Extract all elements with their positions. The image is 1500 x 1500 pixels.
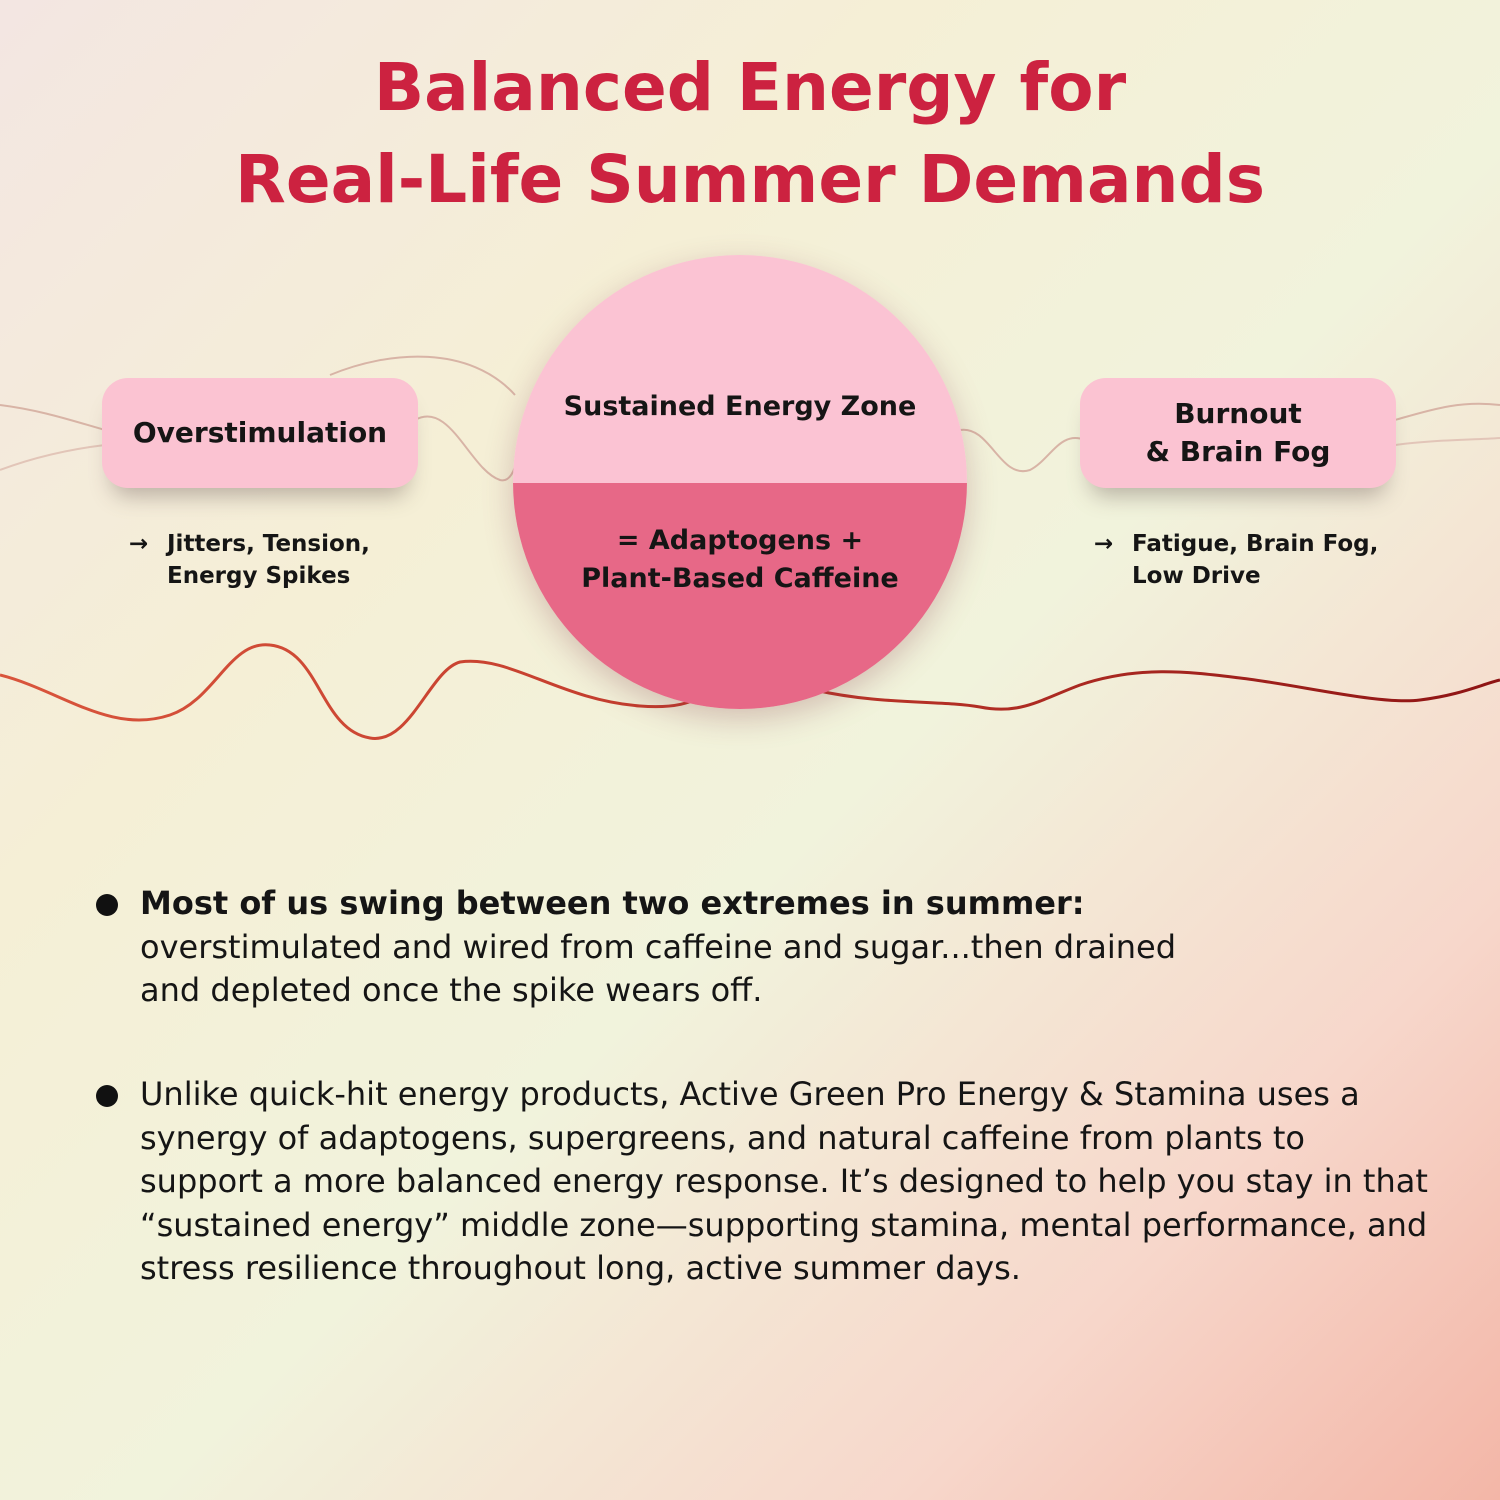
overstimulation-effects-line-2: Energy Spikes: [167, 563, 351, 589]
overstimulation-pill: Overstimulation: [102, 378, 418, 488]
bullet-product-text: Unlike quick-hit energy products, Active…: [140, 1075, 1428, 1287]
overstimulation-effects: → Jitters, Tension, Energy Spikes: [129, 528, 427, 592]
burnout-effects-line-1: Fatigue, Brain Fog,: [1132, 531, 1379, 557]
arrow-right-icon: →: [129, 531, 149, 557]
bullet-product: Unlike quick-hit energy products, Active…: [96, 1073, 1430, 1291]
bullet-dot: [96, 1085, 118, 1107]
zone-formula-line-2: Plant-Based Caffeine: [581, 563, 899, 594]
burnout-effects-line-2: Low Drive: [1132, 563, 1261, 589]
burnout-effects: → Fatigue, Brain Fog, Low Drive: [1094, 528, 1432, 592]
zone-bottom-half: [513, 483, 967, 709]
bullet-extremes-bold: Most of us swing between two extremes in…: [140, 884, 1085, 922]
bullet-extremes-text: overstimulated and wired from caffeine a…: [140, 927, 1177, 1010]
bullet-extremes: Most of us swing between two extremes in…: [96, 882, 1180, 1013]
burnout-pill: Burnout & Brain Fog: [1080, 378, 1396, 488]
sustained-energy-zone-label: Sustained Energy Zone: [563, 391, 917, 422]
zone-formula: = Adaptogens + Plant-Based Caffeine: [513, 522, 967, 598]
title-line-2: Real-Life Summer Demands: [235, 141, 1265, 218]
zone-top-half: [513, 255, 967, 483]
zone-formula-line-1: = Adaptogens +: [616, 525, 864, 556]
overstimulation-label: Overstimulation: [132, 416, 388, 449]
page-title: Balanced Energy for Real-Life Summer Dem…: [0, 42, 1500, 226]
arrow-right-icon: →: [1094, 531, 1114, 557]
burnout-label-line-1: Burnout: [1174, 397, 1302, 430]
burnout-label-line-2: & Brain Fog: [1145, 435, 1331, 468]
overstimulation-effects-line-1: Jitters, Tension,: [167, 531, 370, 557]
sustained-energy-zone-circle: Sustained Energy Zone = Adaptogens + Pla…: [513, 255, 967, 709]
title-line-1: Balanced Energy for: [373, 49, 1127, 126]
bullet-dot: [96, 894, 118, 916]
faint-wave-upper: [0, 355, 1500, 482]
faint-wave-lower: [0, 437, 1500, 471]
